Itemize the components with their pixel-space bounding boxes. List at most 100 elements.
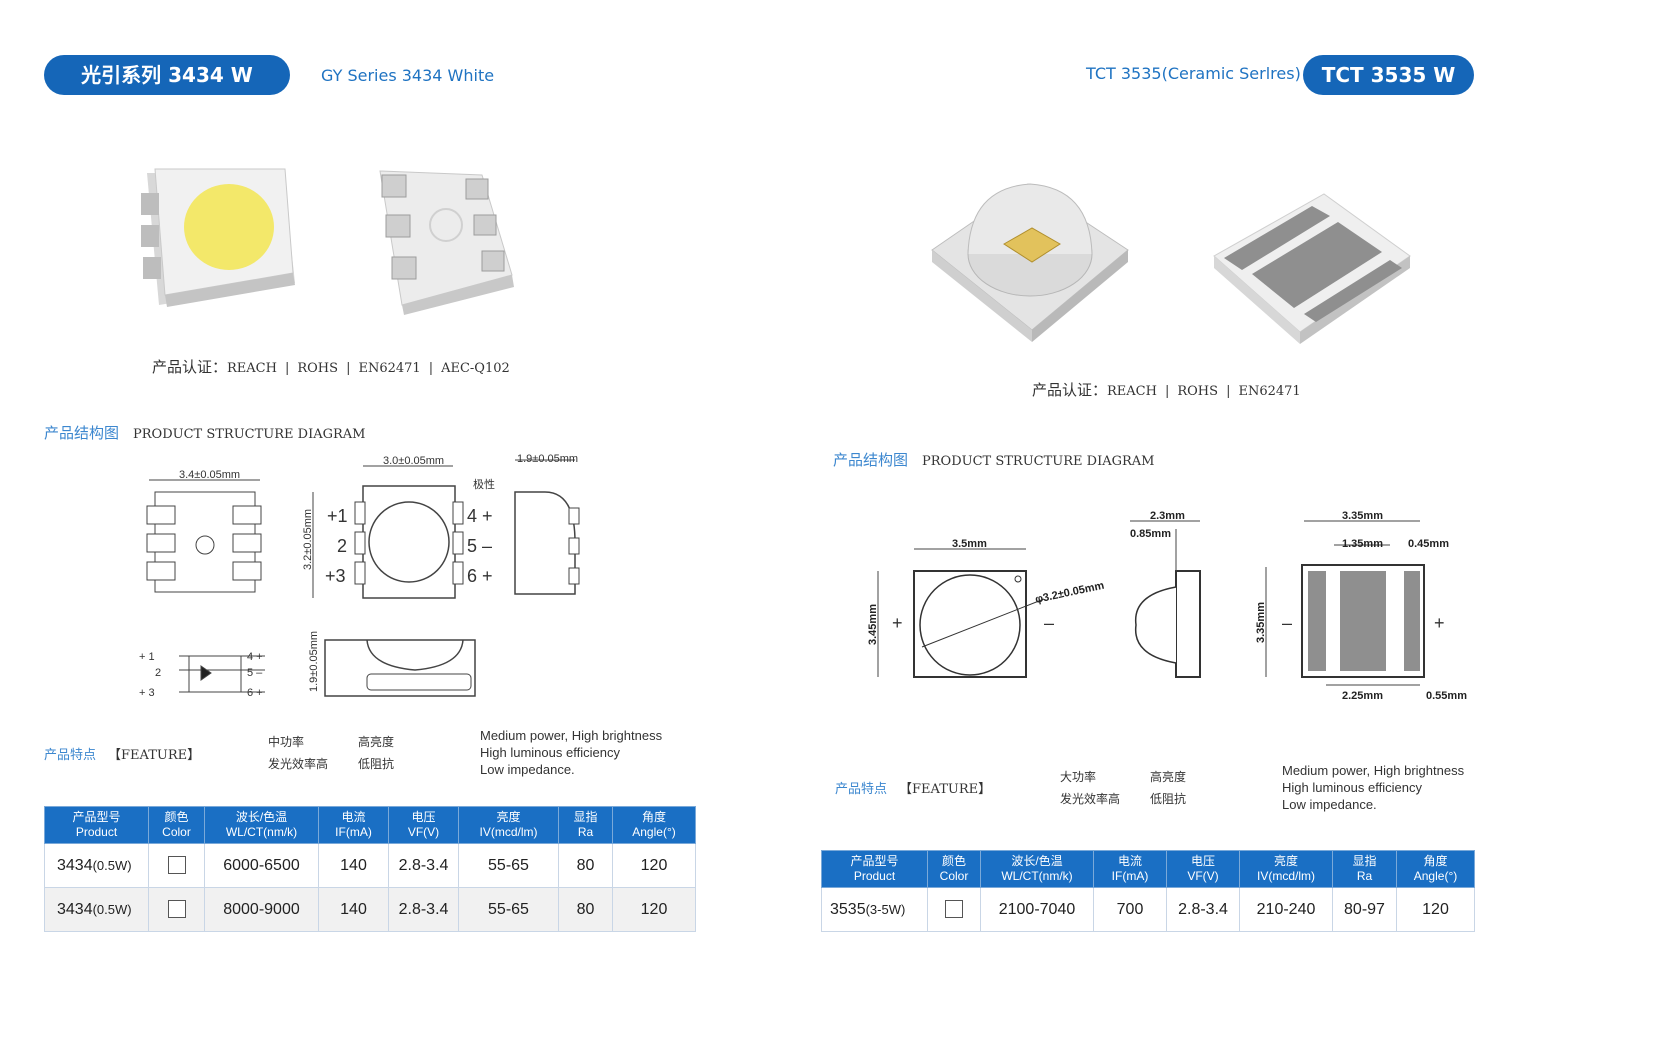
color-swatch: [945, 900, 963, 919]
cell-if: 140: [318, 887, 389, 932]
svg-text:0.85mm: 0.85mm: [1130, 528, 1171, 540]
svg-text:极性: 极性: [473, 477, 495, 491]
cell-ra: 80: [558, 843, 613, 888]
cert-item: REACH: [227, 361, 277, 376]
left-feature-heading: 产品特点【FEATURE】: [44, 744, 200, 763]
left-structure-diagram: 3.4±0.05mm 3.0±0.05mm 极性 +1 2 +3 4 + 5 –…: [139, 453, 580, 699]
cell-vf: 2.8-3.4: [388, 887, 459, 932]
right-title-pill: TCT 3535 W: [1303, 55, 1474, 95]
feature-cn-item: 中功率: [268, 735, 305, 749]
cell-product: 3434(0.5W): [44, 843, 149, 888]
svg-text:3.45mm: 3.45mm: [867, 604, 879, 645]
svg-text:2: 2: [155, 667, 161, 679]
svg-text:–: –: [1044, 613, 1054, 633]
cell-vf: 2.8-3.4: [388, 843, 459, 888]
feature-line: Medium power, High brightness: [480, 728, 663, 743]
cell-wl: 2100-7040: [980, 887, 1094, 932]
svg-text:1.35mm: 1.35mm: [1342, 538, 1383, 550]
cell-angle: 120: [612, 887, 696, 932]
right-certifications: 产品认证：REACH|ROHS|EN62471: [1032, 381, 1301, 399]
svg-text:+ 3: + 3: [139, 687, 155, 699]
feature-line: High luminous efficiency: [480, 745, 620, 760]
cert-item: AEC-Q102: [441, 361, 510, 376]
left-subtitle: GY Series 3434 White: [321, 66, 495, 85]
cert-item: REACH: [1107, 384, 1157, 399]
cell-ra: 80-97: [1332, 887, 1397, 932]
left-led-photo-front: [141, 168, 295, 307]
svg-text:2.25mm: 2.25mm: [1342, 690, 1383, 702]
cell-product: 3434(0.5W): [44, 887, 149, 932]
feature-cn-item: 高亮度: [1150, 770, 1187, 784]
cell-iv: 210-240: [1239, 887, 1333, 932]
svg-text:+1: +1: [327, 506, 348, 526]
cell-color: [148, 843, 205, 888]
feature-cn-item: 低阻抗: [358, 757, 395, 771]
svg-text:3.2±0.05mm: 3.2±0.05mm: [302, 509, 314, 570]
feature-line: Low impedance.: [480, 762, 575, 777]
feature-cn-item: 大功率: [1060, 770, 1097, 784]
right-led-photo-bottom: [1213, 193, 1411, 344]
cert-item: EN62471: [358, 361, 421, 376]
svg-text:3.4±0.05mm: 3.4±0.05mm: [179, 469, 240, 481]
svg-text:φ3.2±0.05mm: φ3.2±0.05mm: [1034, 580, 1105, 606]
svg-text:5 –: 5 –: [247, 667, 263, 679]
left-title-pill: 光引系列 3434 W: [44, 55, 290, 95]
feature-cn-item: 低阻抗: [1150, 792, 1187, 806]
left-certifications: 产品认证：REACH|ROHS|EN62471|AEC-Q102: [152, 358, 510, 376]
svg-text:+: +: [1434, 613, 1445, 633]
right-feature-heading: 产品特点【FEATURE】: [835, 778, 991, 797]
svg-text:3.5mm: 3.5mm: [952, 538, 987, 550]
table-row: 3535(3-5W) 2100-7040 700 2.8-3.4 210-240…: [821, 887, 1475, 932]
cell-if: 140: [318, 843, 389, 888]
cell-iv: 55-65: [458, 887, 559, 932]
svg-text:6 +: 6 +: [247, 687, 263, 699]
color-swatch: [167, 900, 186, 919]
cell-iv: 55-65: [458, 843, 559, 888]
structure-en: PRODUCT STRUCTURE DIAGRAM: [133, 427, 366, 442]
svg-text:0.55mm: 0.55mm: [1426, 690, 1467, 702]
cert-item: EN62471: [1238, 384, 1301, 399]
feature-en: 【FEATURE】: [108, 748, 201, 763]
svg-text:3.35mm: 3.35mm: [1255, 602, 1267, 643]
structure-zh: 产品结构图: [44, 424, 120, 442]
right-structure-diagram: 3.5mm 3.45mm + φ3.2±0.05mm – 2.3mm 0.85m…: [867, 510, 1467, 702]
left-feature-cn: 中功率 高亮度 发光效率高 低阻抗: [268, 731, 394, 775]
left-feature-en: Medium power, High brightness High lumin…: [480, 727, 662, 778]
svg-text:6 +: 6 +: [467, 566, 493, 586]
cell-ra: 80: [558, 887, 613, 932]
feature-cn-item: 高亮度: [358, 735, 395, 749]
svg-text:4 +: 4 +: [467, 506, 493, 526]
feature-zh: 产品特点: [44, 748, 97, 763]
svg-text:3.0±0.05mm: 3.0±0.05mm: [383, 455, 444, 467]
feature-line: High luminous efficiency: [1282, 780, 1422, 795]
feature-line: Low impedance.: [1282, 797, 1377, 812]
right-feature-en: Medium power, High brightness High lumin…: [1282, 762, 1464, 813]
svg-text:1.9±0.05mm: 1.9±0.05mm: [308, 631, 320, 692]
feature-cn-item: 发光效率高: [268, 757, 329, 771]
left-led-photo-back: [379, 170, 514, 315]
cell-color: [927, 887, 981, 932]
left-schematic: [179, 655, 265, 693]
svg-text:+3: +3: [325, 566, 346, 586]
svg-text:2.3mm: 2.3mm: [1150, 510, 1185, 522]
feature-zh: 产品特点: [835, 782, 888, 797]
right-led-photo-lens: [931, 183, 1129, 342]
